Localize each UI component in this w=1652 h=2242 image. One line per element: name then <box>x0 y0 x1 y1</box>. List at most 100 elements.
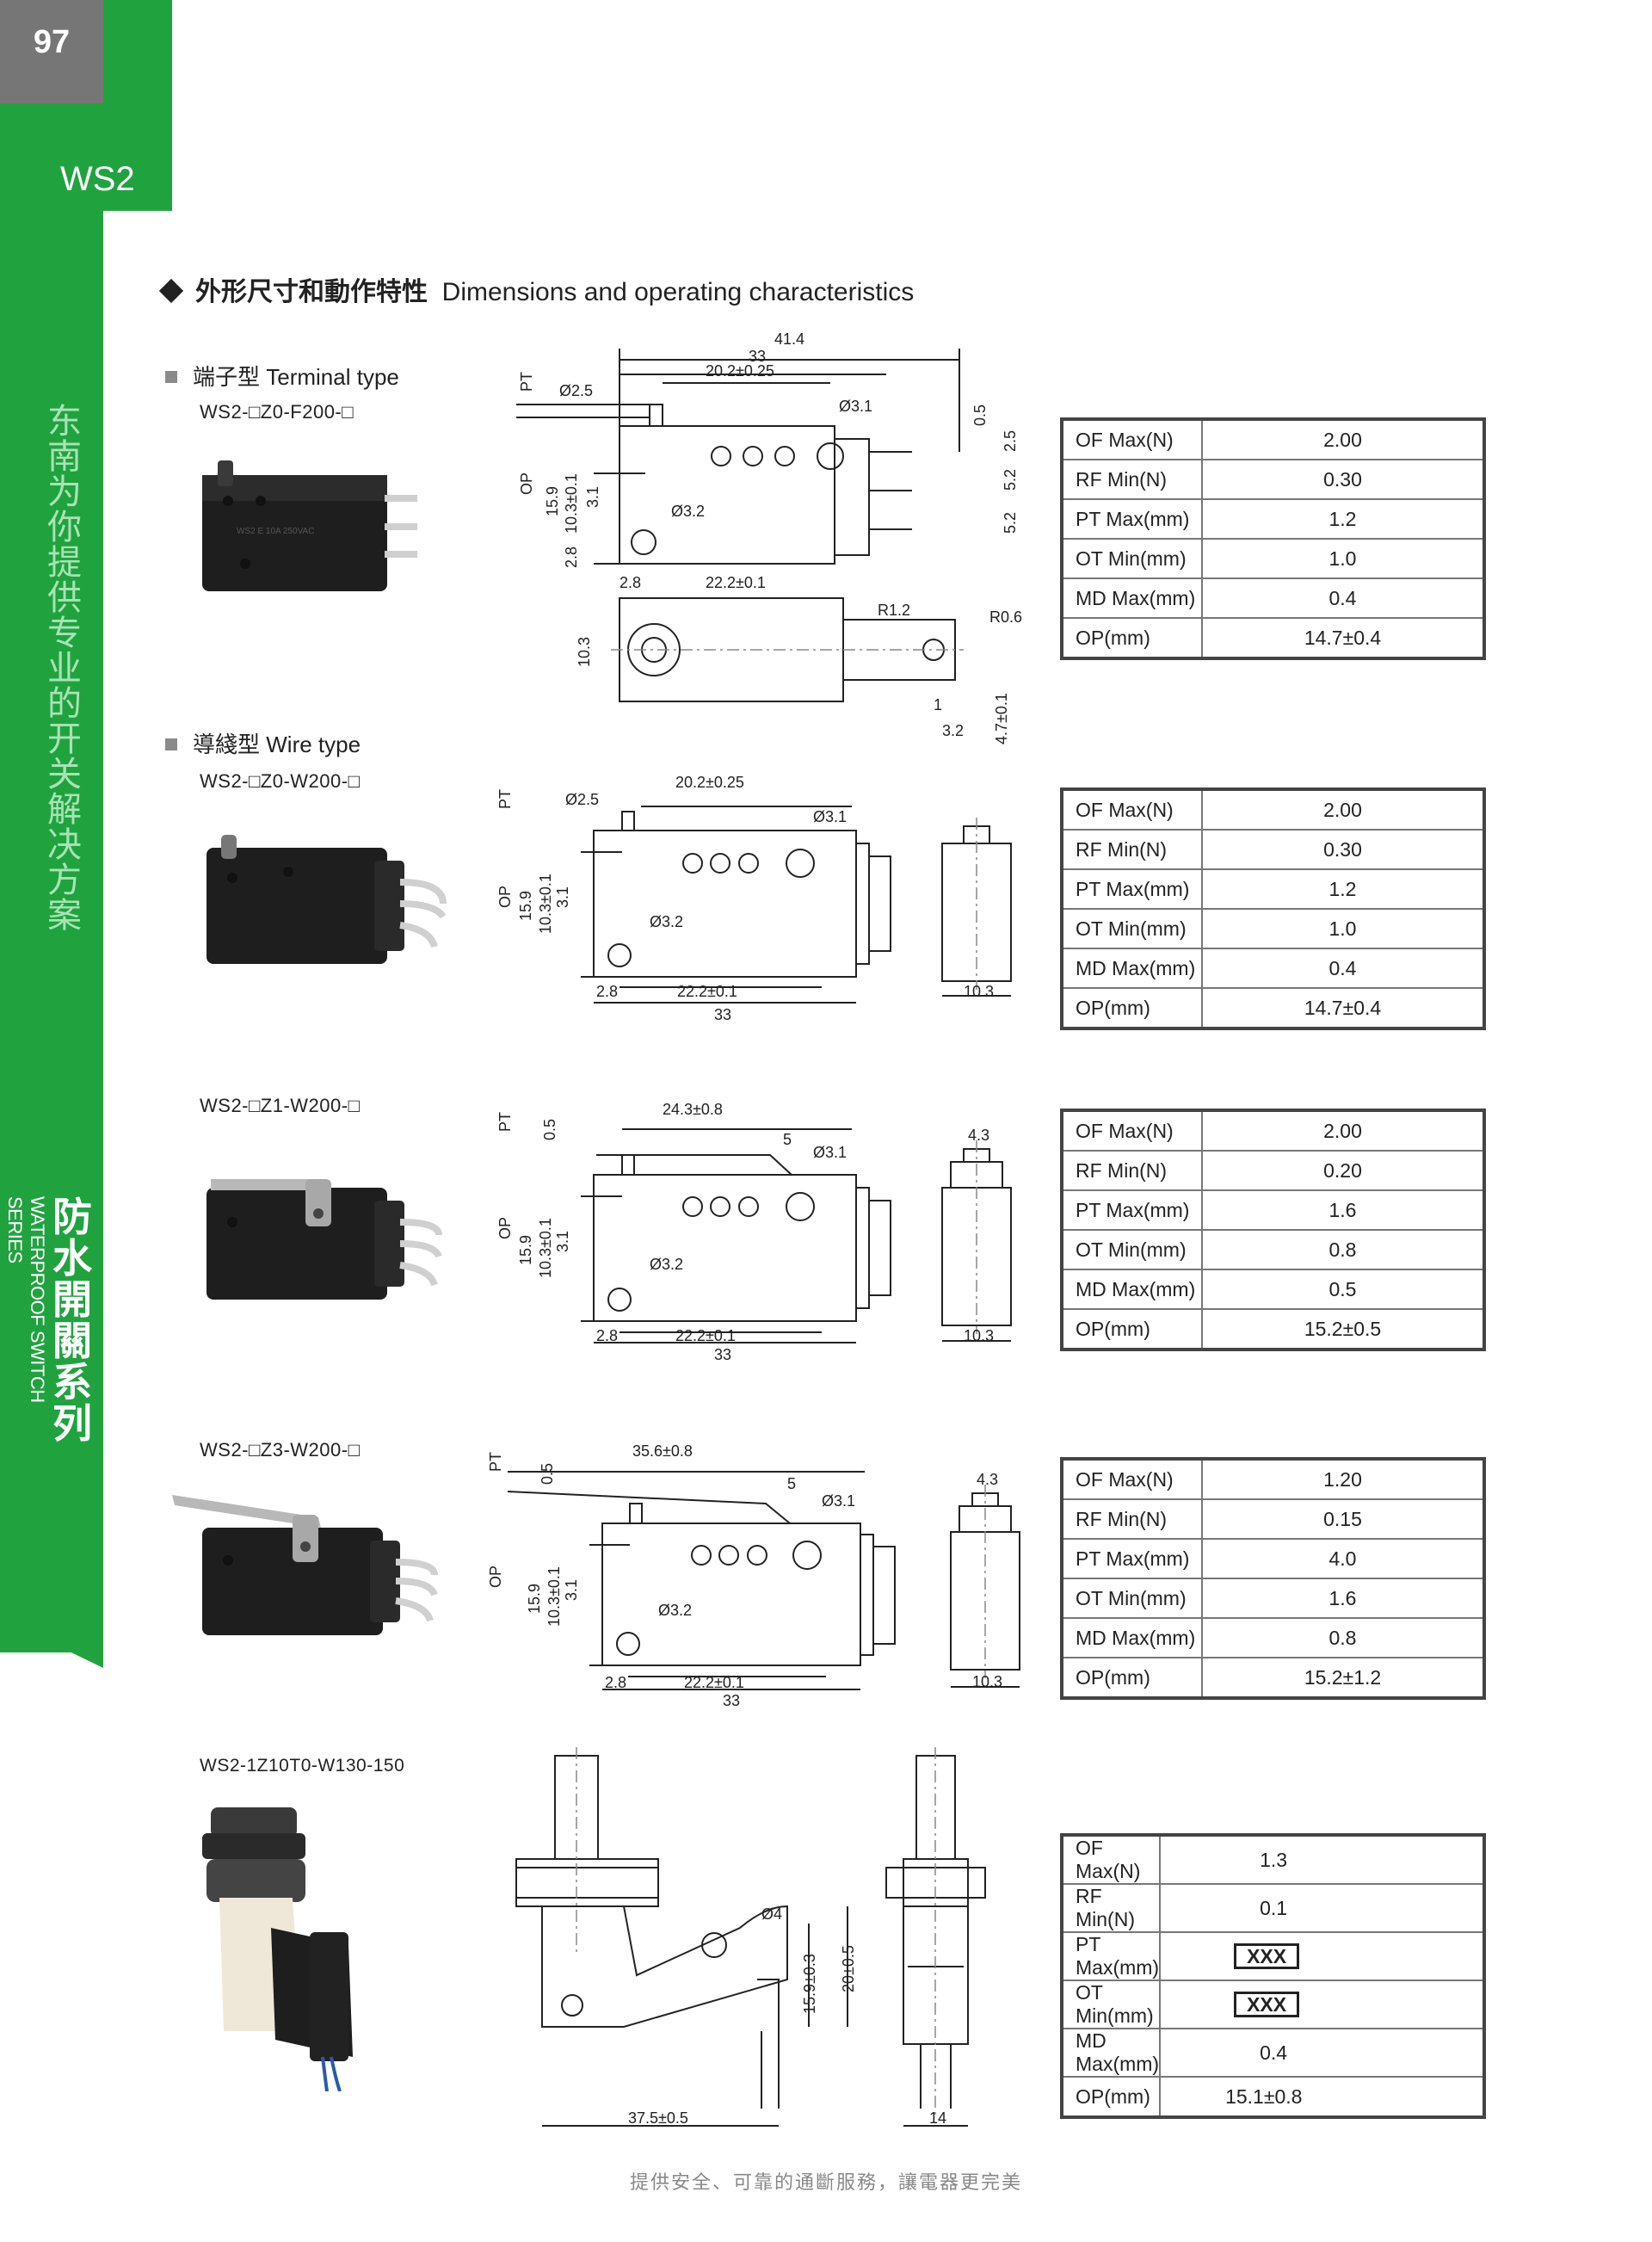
spec-value: 1.2 <box>1201 868 1485 910</box>
spec-label: MD Max(mm) <box>1061 577 1203 619</box>
drawing-short-lever: 24.3±0.8 5 Ø3.1 Ø3.2 2.8 22.2±0.1 33 10.… <box>496 1101 1012 1363</box>
dim-op: OP <box>518 472 535 495</box>
spec-value: 15.2±1.2 <box>1201 1657 1485 1699</box>
spec-label: OT Min(mm) <box>1061 1578 1203 1619</box>
spec-value: 0.30 <box>1201 829 1485 870</box>
spec-label: RF Min(N) <box>1061 1498 1203 1540</box>
dim-w2: 22.2±0.1 <box>684 1674 744 1691</box>
dim-td: 4.7±0.1 <box>993 693 1010 744</box>
spec-label: PT Max(mm) <box>1060 1931 1162 1981</box>
spec-table-2: OF Max(N)2.00 RF Min(N)0.30 PT Max(mm)1.… <box>1060 787 1486 1030</box>
table-row: PT Max(mm)1.2 <box>1061 868 1485 910</box>
spec-value: 1.3 <box>1159 1834 1485 1885</box>
table-row: RF Min(N)0.15 <box>1061 1498 1485 1540</box>
spec-value: 15.2±0.5 <box>1201 1308 1485 1350</box>
dim-lever: 5 <box>783 1131 792 1148</box>
dim-side-top: 4.3 <box>977 1471 998 1488</box>
dim-d2: Ø3.1 <box>813 1144 847 1161</box>
table-row: PT Max(mm)4.0 <box>1061 1538 1485 1579</box>
spec-value: 2.00 <box>1201 418 1485 460</box>
dim-pt: PT <box>518 372 535 392</box>
spec-label: OF Max(N) <box>1060 1834 1162 1885</box>
dim-t4: 5.2 <box>1002 512 1019 534</box>
dim-h2: 20±0.5 <box>840 1945 857 1992</box>
dim-t1: 0.5 <box>539 1463 556 1485</box>
table-row: MD Max(mm)0.5 <box>1061 1269 1485 1310</box>
dim-op: OP <box>487 1566 504 1588</box>
dim-w1: 2.8 <box>605 1674 626 1691</box>
spec-value: 0.8 <box>1201 1617 1485 1658</box>
dim-top: 20.2±0.25 <box>675 774 744 791</box>
table-row: OF Max(N)2.00 <box>1061 1109 1485 1152</box>
dim-h1: 15.9±0.3 <box>801 1954 818 2014</box>
product-photo-3 <box>206 1179 442 1300</box>
dim-h4: 2.8 <box>563 547 580 568</box>
dim-overall: 41.4 <box>774 330 804 348</box>
sidebar-band-top <box>103 0 172 211</box>
table-row: OF Max(N)1.3 <box>1060 1834 1485 1885</box>
dim-d2: Ø3.1 <box>813 808 847 825</box>
dim-d1: Ø2.5 <box>559 382 593 399</box>
spec-value: XXX <box>1234 1992 1300 2017</box>
dim-lever: 5 <box>787 1475 796 1492</box>
dim-top: 35.6±0.8 <box>632 1442 693 1460</box>
dim-h2: 10.3±0.1 <box>537 874 554 934</box>
dim-op: OP <box>496 1217 514 1239</box>
spec-label: OP(mm) <box>1061 1657 1203 1699</box>
dim-w1: 37.5±0.5 <box>628 2109 688 2127</box>
spec-label: OT Min(mm) <box>1060 1980 1162 2029</box>
dim-side: 10.3 <box>972 1673 1002 1690</box>
spec-label: PT Max(mm) <box>1061 868 1203 910</box>
dim-d3: Ø3.2 <box>658 1602 692 1619</box>
drawing-terminal-type: 41.4 33 20.2±0.25 Ø2.5 Ø3.1 Ø3.2 2.8 22.… <box>516 330 1022 744</box>
product-photo-1: WS2 E 10A 250VAC <box>202 460 417 591</box>
dim-h3: 3.1 <box>554 886 571 908</box>
section-title-cn: 外形尺寸和動作特性 <box>195 278 428 306</box>
dim-h3: 3.1 <box>554 1231 571 1252</box>
table-row: OT Min(mm)1.0 <box>1061 908 1485 949</box>
dim-pt: PT <box>487 1452 504 1472</box>
drawing-roller-type: Ø4 37.5±0.5 14 15.9±0.3 20±0.5 <box>515 1747 986 2127</box>
table-row: OP(mm)14.7±0.4 <box>1061 987 1485 1029</box>
dim-h3: 3.1 <box>563 1579 580 1601</box>
series-name-en: WATERPROOF SWITCH SERIES <box>4 1196 48 1403</box>
dim-h2: 10.3±0.1 <box>537 1218 554 1278</box>
spec-label: OF Max(N) <box>1061 788 1203 831</box>
spec-label: OP(mm) <box>1061 1308 1203 1350</box>
table-row: MD Max(mm)0.4 <box>1060 2028 1485 2078</box>
svg-text:WS2 E 10A 250VAC: WS2 E 10A 250VAC <box>237 527 314 536</box>
dim-d3: Ø3.2 <box>650 1256 683 1273</box>
spec-label: OT Min(mm) <box>1061 908 1203 949</box>
spec-label: OF Max(N) <box>1061 1458 1203 1500</box>
product-photo-2 <box>206 835 447 964</box>
dim-d: Ø4 <box>761 1905 782 1923</box>
table-row: RF Min(N)0.30 <box>1061 829 1485 870</box>
table-row: OF Max(N)2.00 <box>1061 418 1485 460</box>
spec-value: 15.1±0.8 <box>1159 2076 1485 2118</box>
spec-value: XXX <box>1234 1943 1300 1969</box>
dim-side-top: 4.3 <box>968 1127 989 1144</box>
spec-value: 0.4 <box>1159 2028 1485 2078</box>
table-row: RF Min(N)0.30 <box>1061 459 1485 500</box>
dim-r2: R0.6 <box>989 608 1022 626</box>
spec-label: OP(mm) <box>1061 617 1203 659</box>
section-title: 外形尺寸和動作特性 Dimensions and operating chara… <box>158 270 914 308</box>
spec-label: PT Max(mm) <box>1061 498 1203 540</box>
page-number: 97 <box>33 24 71 60</box>
dim-d2: Ø3.1 <box>822 1492 855 1510</box>
spec-label: RF Min(N) <box>1061 1150 1203 1191</box>
dim-pt: PT <box>496 1112 514 1132</box>
spec-table-5: OF Max(N)1.3 RF Min(N)0.1 PT Max(mm)XXX … <box>1060 1833 1486 2119</box>
spec-value: 0.4 <box>1201 577 1485 619</box>
table-row: MD Max(mm)0.8 <box>1061 1617 1485 1658</box>
table-row: OF Max(N)1.20 <box>1061 1458 1485 1500</box>
dim-w2: 14 <box>929 2109 946 2127</box>
dim-w2: 22.2±0.1 <box>706 574 766 591</box>
spec-label: RF Min(N) <box>1060 1883 1162 1933</box>
table-row: OP(mm)15.2±1.2 <box>1061 1657 1485 1699</box>
dim-r1: R1.2 <box>878 602 910 619</box>
model-number: WS2-□Z3-W200-□ <box>200 1439 361 1461</box>
dim-t3: 5.2 <box>1002 469 1019 491</box>
dim-d3: Ø3.2 <box>671 503 705 520</box>
dim-side: 10.3 <box>964 1327 994 1344</box>
